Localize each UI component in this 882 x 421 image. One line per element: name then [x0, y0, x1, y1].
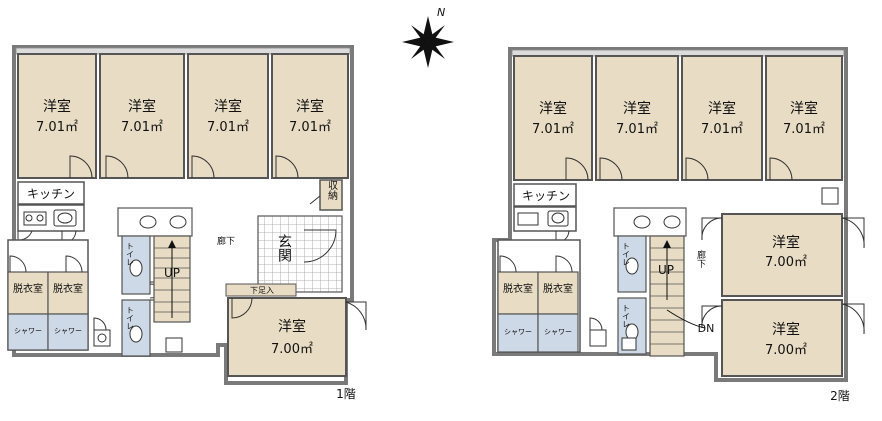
floor1-dressing-label-2: 脱衣室 [53, 282, 83, 295]
floor2-floor-label: 2階 [830, 388, 850, 403]
floor1-kitchen-label: キッチン [27, 187, 75, 201]
floor1-kitchen [17, 181, 85, 205]
floor2-stairs-down-label: DN [698, 322, 715, 335]
floor2-room-label-right-2: 洋室 7.00㎡ [765, 321, 807, 358]
floor2-room-right-2 [721, 299, 843, 377]
north-label: N [437, 6, 445, 19]
floor1-toilet-label-2: トイレ [126, 306, 135, 330]
svg-text:洋室: 洋室 [772, 321, 800, 338]
svg-text:洋室: 洋室 [214, 98, 242, 115]
floor2-room-right-1 [721, 213, 843, 297]
svg-text:7.01㎡: 7.01㎡ [207, 120, 249, 135]
floor1-room-1 [17, 53, 97, 179]
floor1-storage [319, 179, 343, 211]
floor1-shower-1 [7, 313, 49, 351]
floor2-washer-icon [589, 329, 607, 347]
floor2-room-label-2: 洋室 7.01㎡ [616, 100, 658, 137]
floor2-room-label-1: 洋室 7.01㎡ [532, 100, 574, 137]
floor2-plan [492, 47, 865, 382]
floor2-shower-2 [537, 313, 579, 353]
floor1-entrance [257, 215, 343, 293]
floor1-storage-label: 収納 [326, 180, 338, 201]
floor1-room-label-1: 洋室 7.01㎡ [36, 98, 78, 135]
floor2-dressing-label-1: 脱衣室 [503, 282, 533, 295]
floor1-plan [7, 45, 367, 385]
svg-text:7.00㎡: 7.00㎡ [765, 255, 807, 270]
svg-text:洋室: 洋室 [278, 318, 306, 335]
svg-text:洋室: 洋室 [539, 100, 567, 117]
floor2-shower-label-1: シャワー [504, 328, 532, 336]
floor1-room-label-3: 洋室 7.01㎡ [207, 98, 249, 135]
svg-text:7.01㎡: 7.01㎡ [701, 122, 743, 137]
floor1-dressing-label-1: 脱衣室 [13, 282, 43, 295]
floor2-corridor-label: 廊下 [695, 249, 706, 269]
floor1-room-label-4: 洋室 7.01㎡ [289, 98, 331, 135]
svg-text:7.00㎡: 7.00㎡ [765, 343, 807, 358]
floor2-room-label-4: 洋室 7.01㎡ [783, 100, 825, 137]
svg-text:洋室: 洋室 [128, 98, 156, 115]
floor1-room-2 [99, 53, 185, 179]
floor1-room-4 [271, 53, 349, 179]
floor2-shower-label-2: シャワー [544, 328, 572, 336]
svg-text:7.01㎡: 7.01㎡ [289, 120, 331, 135]
floor2-dressing-1 [497, 271, 539, 315]
svg-text:洋室: 洋室 [43, 98, 71, 115]
compass-icon [402, 16, 454, 68]
floor1-shoe-box [225, 283, 297, 297]
svg-text:洋室: 洋室 [772, 234, 800, 251]
svg-text:7.01㎡: 7.01㎡ [783, 122, 825, 137]
floor2-room-3 [681, 55, 763, 181]
floor2-room-label-3: 洋室 7.01㎡ [701, 100, 743, 137]
floor1-corridor-label: 廊下 [217, 235, 235, 247]
svg-text:洋室: 洋室 [623, 100, 651, 117]
svg-text:洋室: 洋室 [708, 100, 736, 117]
floor2-toilet-label-1: トイレ [622, 242, 631, 266]
svg-text:7.01㎡: 7.01㎡ [532, 122, 574, 137]
floor2-room-1 [513, 55, 593, 181]
svg-text:7.01㎡: 7.01㎡ [121, 120, 163, 135]
svg-text:7.01㎡: 7.01㎡ [616, 122, 658, 137]
floor1-room-label-2: 洋室 7.01㎡ [121, 98, 163, 135]
floor2-dressing-label-2: 脱衣室 [543, 282, 573, 295]
floor1-washer-icon [93, 329, 111, 347]
svg-text:洋室: 洋室 [296, 98, 324, 115]
floor2-room-4 [765, 55, 843, 181]
floor1-shower-2 [47, 313, 89, 351]
svg-text:洋室: 洋室 [790, 100, 818, 117]
floor1-stairs-label: UP [164, 266, 180, 280]
floor2-kitchen-label: キッチン [522, 189, 570, 203]
floor1-entrance-label: 玄関 [276, 233, 292, 263]
floor2-shower-1 [497, 313, 539, 353]
svg-text:7.00㎡: 7.00㎡ [271, 342, 313, 357]
floor1-room-big [227, 297, 347, 377]
floor1-shower-label-2: シャワー [54, 327, 82, 335]
floor2-toilet-label-2: トイレ [622, 304, 631, 328]
floor1-room-3 [187, 53, 269, 179]
floor1-dressing-2 [47, 271, 89, 315]
floor1-floor-label: 1階 [336, 386, 356, 401]
floor1-shower-label-1: シャワー [14, 327, 42, 335]
floor1-room-label-big: 洋室 7.00㎡ [271, 318, 313, 357]
floor2-stairs-up-label: UP [658, 263, 674, 277]
floor2-toilet-1 [617, 235, 647, 293]
floor2-room-label-right-1: 洋室 7.00㎡ [765, 234, 807, 270]
floor1-shoe-box-label: 下足入 [250, 286, 274, 295]
svg-text:7.01㎡: 7.01㎡ [36, 120, 78, 135]
floor2-kitchen [513, 183, 577, 207]
floor2-room-2 [595, 55, 679, 181]
floor1-toilet-label-1: トイレ [126, 242, 135, 266]
